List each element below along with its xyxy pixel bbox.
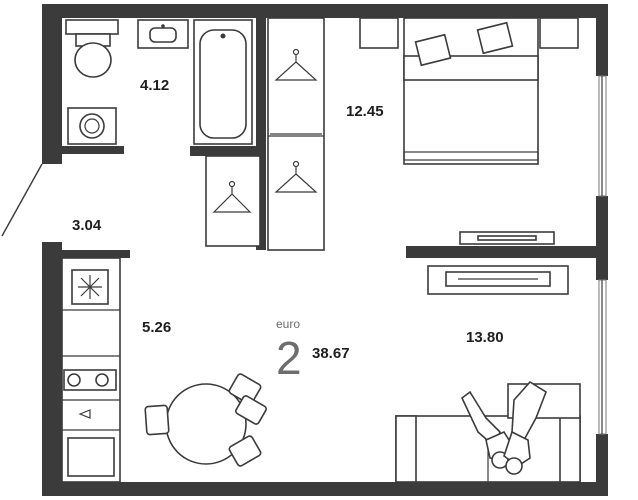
area-labels: 4.12 3.04 5.26 12.45 13.80 xyxy=(72,77,504,346)
window-living-room xyxy=(598,279,607,435)
wardrobe-hallway xyxy=(205,155,261,247)
dining-chairs xyxy=(144,373,267,467)
finish-label: euro xyxy=(276,317,300,331)
interior-walls xyxy=(62,18,608,258)
stove xyxy=(63,369,117,391)
double-bed xyxy=(403,17,539,165)
tv-stand-living xyxy=(427,265,569,295)
apartment-summary: euro 2 38.67 xyxy=(276,317,350,384)
total-area: 38.67 xyxy=(312,345,350,362)
washing-machine xyxy=(67,107,117,145)
sink xyxy=(137,19,189,49)
wardrobe-bedroom xyxy=(267,17,325,251)
outer-walls xyxy=(42,4,608,496)
area-label-living-room: 13.80 xyxy=(466,329,504,346)
window-bedroom xyxy=(598,75,607,197)
people-figures xyxy=(460,380,547,475)
nightstand-left xyxy=(359,17,399,49)
room-count: 2 xyxy=(276,332,302,384)
bathtub xyxy=(193,19,253,145)
entrance-door xyxy=(1,163,43,237)
dishwasher xyxy=(67,437,115,477)
area-label-kitchen: 5.26 xyxy=(142,319,171,336)
tv-bedroom xyxy=(459,231,555,245)
area-label-bedroom: 12.45 xyxy=(346,103,384,120)
toilet xyxy=(65,19,119,78)
kitchen-sink xyxy=(78,409,91,419)
area-label-hallway: 3.04 xyxy=(72,217,102,234)
fridge-snowflake-icon xyxy=(71,269,109,305)
nightstand-right xyxy=(539,17,579,49)
area-label-bathroom: 4.12 xyxy=(140,77,169,94)
